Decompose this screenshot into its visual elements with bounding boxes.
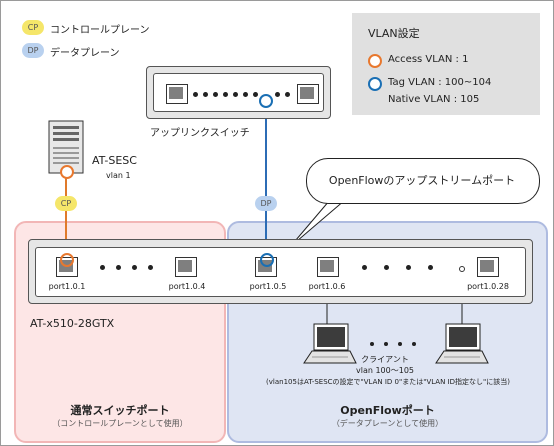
laptop-icon	[435, 323, 489, 364]
uplink-switch-label: アップリンクスイッチ	[150, 128, 250, 139]
ellipsis-dot	[384, 342, 388, 346]
uplink-port-right	[297, 84, 319, 104]
ellipsis-dot	[370, 342, 374, 346]
port1-access-vlan-marker	[60, 253, 74, 267]
ellipsis-dot	[384, 265, 389, 270]
ellipsis-dot	[275, 92, 280, 97]
clients-vlan: vlan 100～105	[355, 366, 414, 375]
normal-zone-subtitle: （コントロールプレーンとして使用）	[52, 419, 188, 428]
ellipsis-dot	[233, 92, 238, 97]
controller-server-icon	[48, 120, 84, 174]
vlan-settings-box: VLAN設定 Access VLAN : 1 Tag VLAN : 100~10…	[352, 13, 540, 115]
access-vlan-text: Access VLAN : 1	[388, 54, 469, 65]
port-1-0-4	[175, 257, 197, 277]
callout-text: OpenFlowのアップストリームポート	[328, 174, 516, 187]
port-label: port1.0.5	[249, 282, 287, 291]
ellipsis-dot	[132, 265, 137, 270]
main-switch-model: AT-x510-28GTX	[30, 317, 115, 330]
main-switch	[28, 239, 533, 304]
ellipsis-dot	[362, 265, 367, 270]
ellipsis-dot	[223, 92, 228, 97]
port-label: port1.0.6	[308, 282, 346, 291]
port-label: port1.0.4	[168, 282, 206, 291]
controller-vlan: vlan 1	[106, 171, 131, 180]
clients-note: (vlan105はAT-SESCの設定で"VLAN ID 0"または"VLAN …	[266, 378, 510, 386]
ellipsis-dot	[203, 92, 208, 97]
control-link-badge: CP	[55, 196, 77, 211]
openflow-zone-subtitle: （データプレーンとして使用）	[331, 419, 444, 428]
port5-tag-vlan-marker	[260, 253, 274, 267]
ellipsis-dot	[412, 342, 416, 346]
uplink-port-left	[166, 84, 188, 104]
port28-link-marker	[459, 266, 465, 272]
port-label: port1.0.1	[48, 282, 86, 291]
ellipsis-dot	[213, 92, 218, 97]
ellipsis-dot	[100, 265, 105, 270]
data-link-badge: DP	[255, 196, 277, 211]
ellipsis-dot	[406, 265, 411, 270]
uplink-tag-vlan-marker	[259, 94, 273, 108]
controller-access-vlan-marker	[60, 165, 74, 179]
ellipsis-dot	[193, 92, 198, 97]
tag-vlan-text: Tag VLAN : 100~104	[388, 77, 492, 88]
dp-legend-text: データプレーン	[50, 48, 120, 59]
dp-legend-badge: DP	[22, 43, 44, 58]
openflow-zone-title: OpenFlowポート	[340, 404, 435, 417]
port-1-0-28	[477, 257, 499, 277]
vlan-settings-title: VLAN設定	[368, 27, 420, 40]
cp-legend-text: コントロールプレーン	[50, 25, 150, 36]
ellipsis-dot	[116, 265, 121, 270]
controller-name: AT-SESC	[92, 154, 137, 167]
clients-label: クライアント	[361, 355, 409, 364]
access-vlan-marker	[368, 54, 382, 68]
port-1-0-6	[317, 257, 339, 277]
ellipsis-dot	[148, 265, 153, 270]
native-vlan-text: Native VLAN : 105	[388, 94, 480, 105]
normal-zone-title: 通常スイッチポート	[70, 404, 170, 417]
ellipsis-dot	[428, 265, 433, 270]
ellipsis-dot	[398, 342, 402, 346]
port-label: port1.0.28	[467, 282, 509, 291]
cp-legend-badge: CP	[22, 20, 44, 35]
ellipsis-dot	[243, 92, 248, 97]
tag-vlan-marker	[368, 77, 382, 91]
laptop-icon	[303, 323, 357, 364]
ellipsis-dot	[253, 92, 258, 97]
ellipsis-dot	[285, 92, 290, 97]
